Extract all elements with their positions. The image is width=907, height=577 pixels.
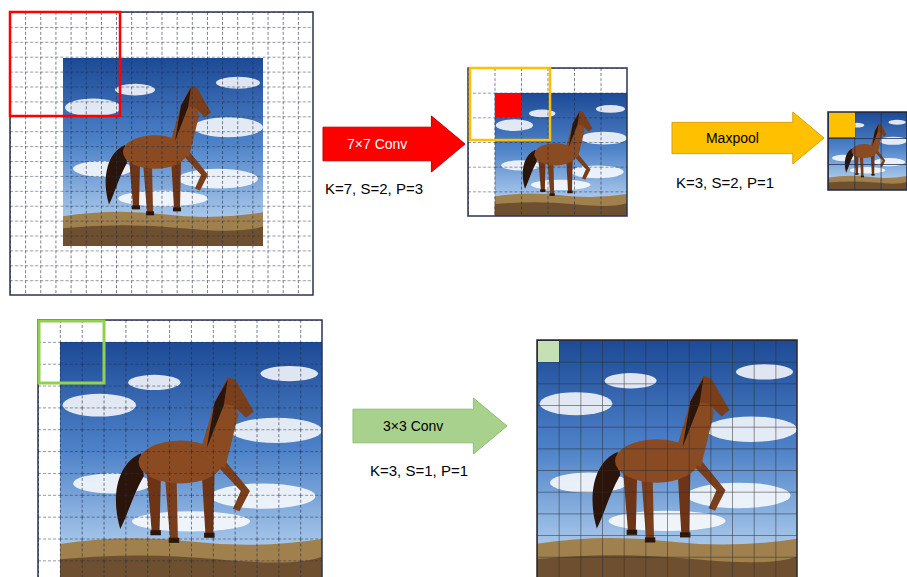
conv3-output-grid — [537, 340, 797, 577]
operation-arrow: MaxpoolK=3, S=2, P=1 — [672, 112, 824, 191]
operation-arrow: 3×3 ConvK=3, S=1, P=1 — [353, 398, 507, 479]
operation-name: 3×3 Conv — [353, 409, 473, 443]
maxpool-output-grid — [828, 112, 907, 190]
input-grid — [10, 12, 313, 295]
conv3-input-grid — [38, 320, 322, 577]
conv-output-grid — [468, 68, 627, 216]
layer-parameters: K=3, S=2, P=1 — [676, 174, 824, 191]
layer-parameters: K=3, S=1, P=1 — [370, 462, 507, 479]
operation-name: 7×7 Conv — [323, 127, 431, 161]
arrow-shape: 3×3 Conv — [353, 398, 507, 454]
operation-arrow: 7×7 ConvK=7, S=2, P=3 — [323, 116, 465, 197]
operation-name: Maxpool — [672, 122, 793, 153]
arrow-shape: Maxpool — [672, 112, 824, 164]
arrow-shape: 7×7 Conv — [323, 116, 465, 172]
layer-parameters: K=7, S=2, P=3 — [325, 180, 465, 197]
